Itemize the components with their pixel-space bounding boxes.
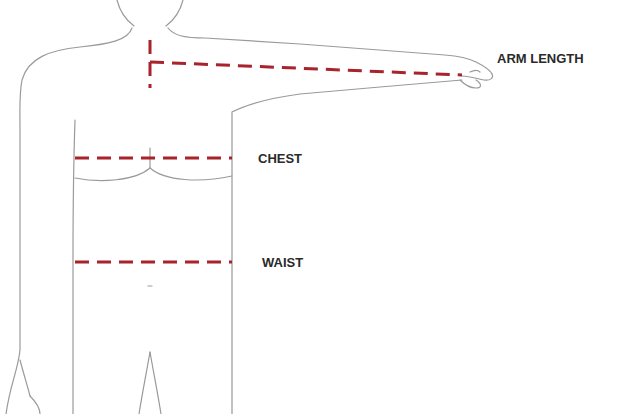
neck-marker	[149, 40, 152, 88]
waist-line	[75, 261, 232, 264]
measurement-label: WAIST	[262, 256, 303, 269]
chest-line	[75, 157, 232, 160]
body-silhouette	[6, 0, 493, 414]
measurement-label: ARM LENGTH	[497, 52, 584, 65]
measurement-label: CHEST	[258, 152, 302, 165]
measure-lines	[75, 40, 462, 262]
arm-length-line	[150, 62, 462, 75]
